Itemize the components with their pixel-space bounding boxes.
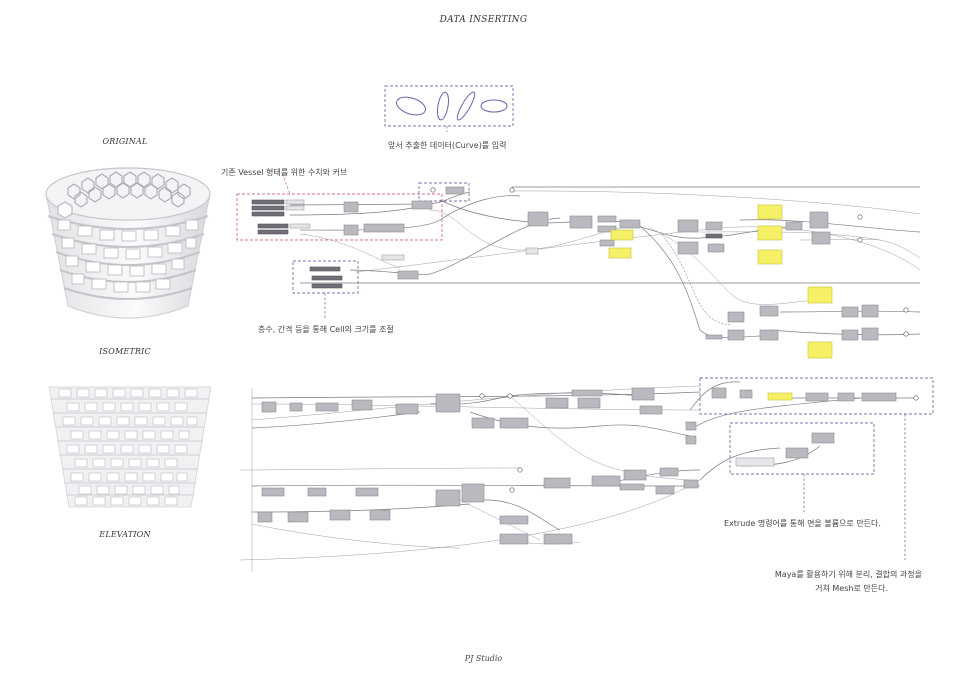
upper-graph-wires (289, 186, 921, 338)
extrude-frame (729, 422, 875, 475)
annotation-curve-input: 앞서 추출한 데이터(Curve)를 입력 (388, 141, 507, 150)
vessel-original-render (45, 167, 211, 319)
curve-samples-frame (384, 85, 514, 127)
isometric-view-label: ISOMETRIC (99, 347, 151, 356)
annotation-extrude: Extrude 명령어를 통해 면을 볼륨으로 만든다. (724, 519, 881, 528)
footer-credit: PJ Studio (464, 654, 503, 663)
annotation-cell-size: 층수, 간격 등을 통해 Cell의 크기를 조절 (258, 325, 394, 334)
curve-samples (396, 91, 508, 121)
cell-size-frame (292, 260, 359, 294)
annotation-maya-line1: Maya를 활용하기 위해 분리, 결합의 과정을 (774, 570, 922, 579)
page-title: DATA INSERTING (439, 15, 528, 25)
annotation-base-vessel: 기존 Vessel 형태를 위한 수치와 커브 (221, 168, 348, 177)
vessel-elevation-render (48, 386, 212, 508)
base-vessel-frame (236, 193, 443, 241)
original-view-label: ORIGINAL (102, 137, 148, 146)
lower-graph-wires (239, 381, 916, 572)
lower-graph-nodes (257, 387, 919, 545)
upper-graph-nodes (251, 186, 909, 359)
elevation-view-label: ELEVATION (99, 530, 151, 539)
mesh-process-frame (699, 377, 934, 415)
annotation-maya-line2: 거쳐 Mesh로 만든다. (815, 584, 888, 593)
